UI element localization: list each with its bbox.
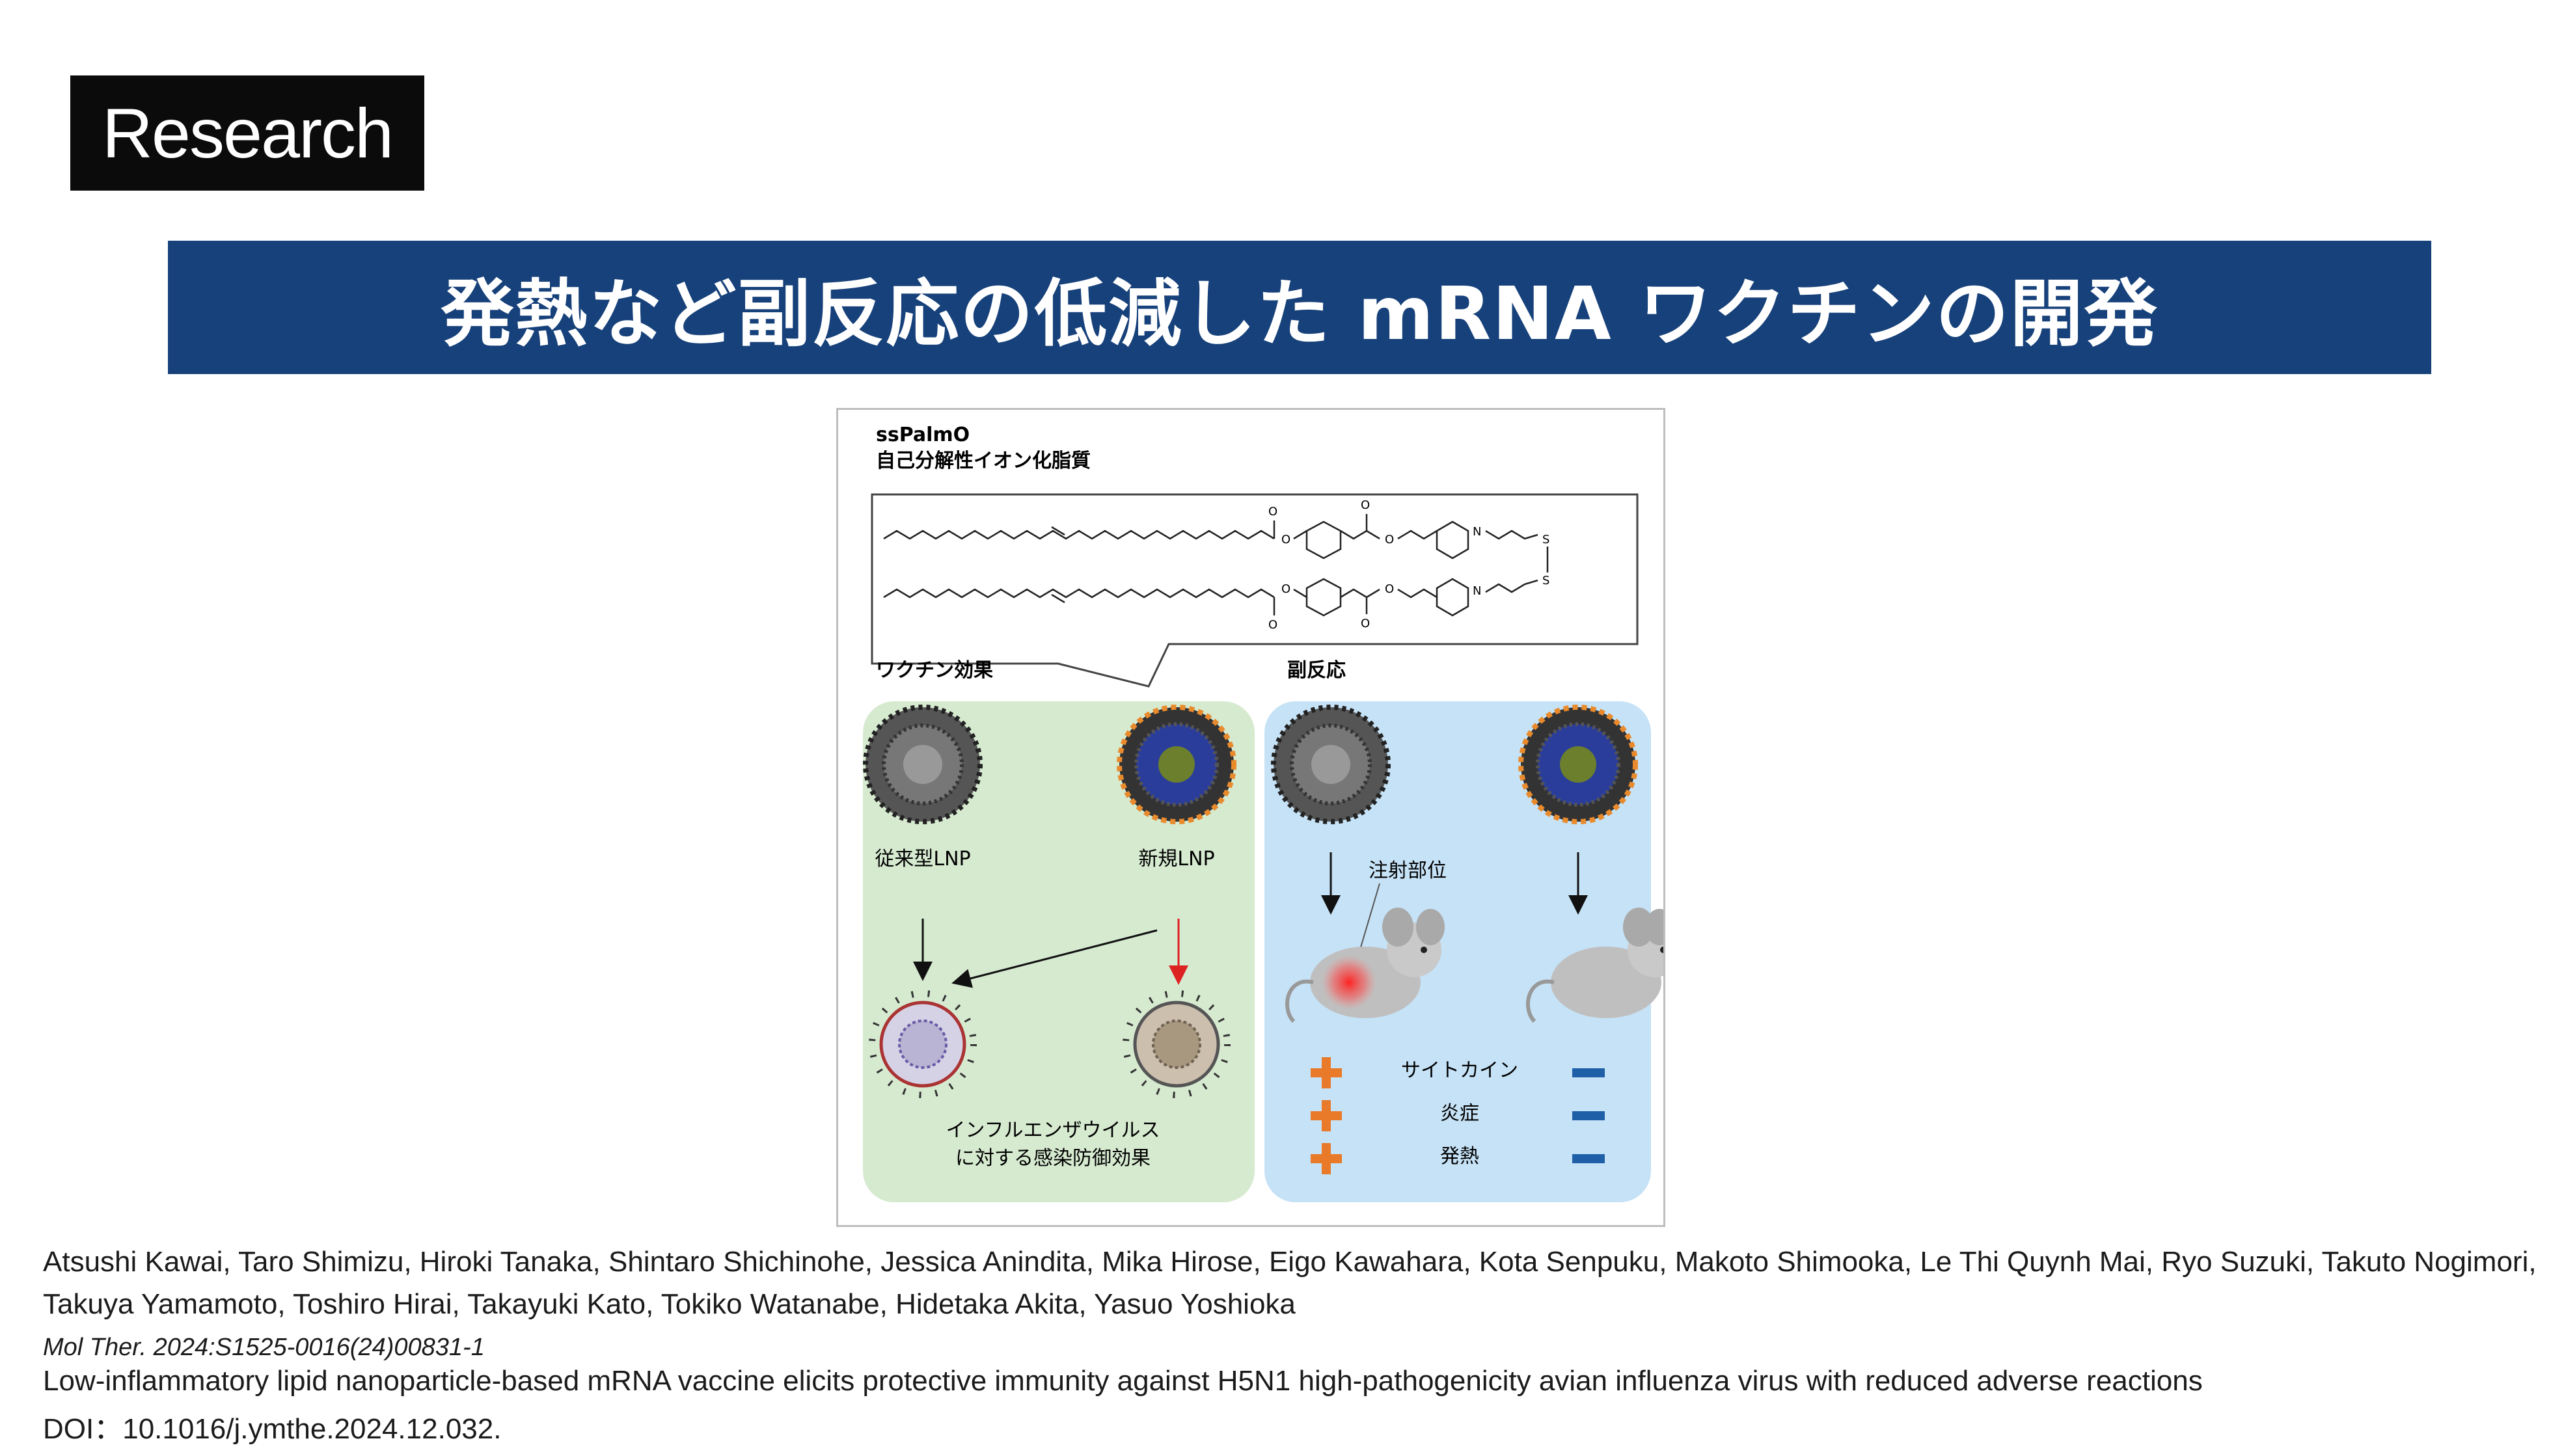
- svg-text:O: O: [1361, 498, 1370, 512]
- minus-icon: [1572, 1111, 1605, 1120]
- svg-text:N: N: [1473, 584, 1481, 598]
- svg-text:O: O: [1361, 617, 1370, 630]
- svg-text:O: O: [1268, 618, 1277, 632]
- conventional-lnp-particle: [863, 705, 983, 824]
- influenza-label-line1: インフルエンザウイルス: [946, 1119, 1160, 1142]
- authors-line-2: Takuya Yamamoto, Toshiro Hirai, Takayuki…: [43, 1288, 1296, 1320]
- svg-text:O: O: [1281, 582, 1290, 596]
- svg-text:S: S: [1542, 533, 1549, 546]
- figure-canvas: ssPalmO 自己分解性イオン化脂質 O O O O N S S O O O …: [863, 424, 1663, 1202]
- new-lnp-label: 新規LNP: [1138, 848, 1214, 870]
- influenza-virus-icon: [869, 990, 977, 1098]
- paper-title: Low-inflammatory lipid nanoparticle-base…: [43, 1365, 2203, 1397]
- compound-name: ssPalmO: [876, 424, 970, 446]
- mouse-icon: [1285, 908, 1445, 1023]
- graphical-abstract: ssPalmO 自己分解性イオン化脂質 O O O O N S S O O O …: [836, 408, 1665, 1227]
- page-title: 発熱など副反応の低減した mRNA ワクチンの開発: [168, 241, 2431, 374]
- authors-line-1: Atsushi Kawai, Taro Shimizu, Hiroki Tana…: [43, 1246, 2537, 1278]
- minus-icon: [1572, 1154, 1605, 1163]
- journal-citation: Mol Ther. 2024:S1525-0016(24)00831-1: [43, 1334, 485, 1361]
- side-effect-label: 副反応: [1287, 659, 1346, 682]
- arrow-icon: [951, 929, 1158, 988]
- conventional-lnp-particle-2: [1271, 705, 1391, 824]
- influenza-label-line2: に対する感染防御効果: [955, 1147, 1151, 1170]
- compound-description: 自己分解性イオン化脂質: [876, 450, 1091, 472]
- svg-text:O: O: [1268, 505, 1277, 519]
- svg-text:S: S: [1542, 574, 1549, 587]
- injection-site-label: 注射部位: [1369, 859, 1447, 882]
- new-lnp-particle-2: [1518, 705, 1638, 824]
- side-effect-inflammation: 炎症: [1440, 1102, 1479, 1125]
- doi: DOI：10.1016/j.ymthe.2024.12.032.: [43, 1413, 502, 1445]
- side-effect-cytokine: サイトカイン: [1401, 1059, 1518, 1082]
- plus-icon: [1311, 1100, 1342, 1131]
- conventional-lnp-label: 従来型LNP: [875, 848, 970, 870]
- vaccine-effect-label: ワクチン効果: [876, 659, 993, 682]
- inflammation-spot: [1322, 955, 1376, 1010]
- mouse-icon-2: [1526, 908, 1663, 1023]
- plus-icon: [1311, 1143, 1342, 1174]
- minus-icon: [1572, 1068, 1605, 1077]
- svg-text:O: O: [1281, 533, 1290, 546]
- svg-text:O: O: [1385, 582, 1394, 596]
- svg-text:O: O: [1385, 533, 1394, 546]
- research-badge: Research: [70, 75, 424, 191]
- chemical-structure: O O O O N S S O O O O N: [871, 493, 1639, 688]
- plus-icon: [1311, 1057, 1342, 1088]
- influenza-virus-icon-2: [1123, 990, 1231, 1098]
- side-effect-panel: [1264, 701, 1651, 1202]
- side-effect-fever: 発熱: [1440, 1145, 1479, 1168]
- new-lnp-particle: [1117, 705, 1236, 824]
- svg-text:N: N: [1473, 525, 1481, 539]
